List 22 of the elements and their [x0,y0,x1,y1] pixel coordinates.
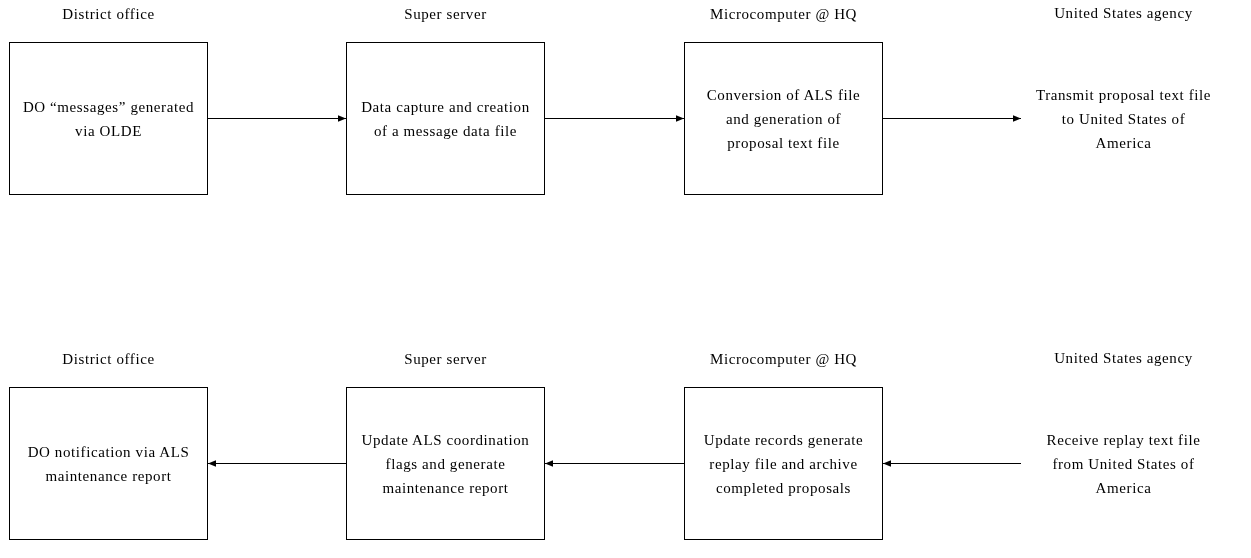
arrow [882,460,1022,467]
process-text: Update records generate replay file and archive completed proposals [702,430,865,498]
arrow [544,115,685,122]
column-heading: Microcomputer @ HQ [709,350,858,369]
process-text: Transmit proposal text file to United States of America [1034,85,1213,153]
process-text: DO notification via ALS maintenance report [26,442,191,486]
arrow [207,460,347,467]
arrow [207,115,347,122]
process-text: Conversion of ALS file and generation of proposal text file [705,85,862,153]
process-text: DO “messages” generated via OLDE [21,97,196,141]
column-heading: United States agency [1054,4,1193,23]
process-text: Update ALS coordination flags and generate maintenance report [360,430,531,498]
column-heading: United States agency [1054,349,1193,368]
column-heading: Super server [404,5,487,24]
column-heading: Super server [404,350,487,369]
arrow [882,115,1022,122]
column-heading: Microcomputer @ HQ [709,5,858,24]
arrow [544,460,685,467]
process-text: Receive replay text file from United States of America [1045,430,1202,498]
column-heading: District office [62,5,155,24]
process-text: Data capture and creation of a message data file [360,97,531,141]
column-heading: District office [62,350,155,369]
